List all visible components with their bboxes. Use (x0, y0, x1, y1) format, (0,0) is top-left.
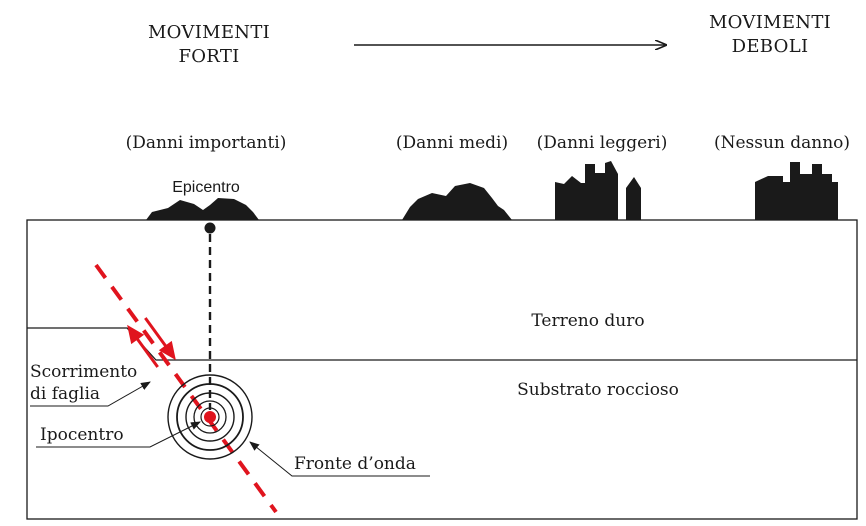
hypocenter-leader (36, 421, 201, 448)
epicenter-label: Epicentro (172, 179, 240, 196)
ground-cross-section (26, 219, 858, 520)
damage-none-label: (Nessun danno) (714, 133, 850, 153)
damage-light-label: (Danni leggeri) (537, 133, 668, 153)
building-light-damage (555, 161, 641, 220)
damage-medium-label: (Danni medi) (396, 133, 508, 153)
wave-front-rings (167, 374, 253, 460)
strong-motions-line1: MOVIMENTI (148, 22, 270, 43)
epicenter-marker (204, 222, 216, 234)
fault-slip-label-line1: Scorrimento (30, 362, 137, 382)
fault-slip-leader (30, 381, 151, 407)
hypocenter-marker (204, 411, 216, 423)
wave-front-leader (249, 441, 430, 477)
rubble-major-damage (146, 198, 259, 220)
fault-line (94, 263, 278, 514)
hypocenter-label: Ipocentro (40, 425, 124, 445)
bedrock-label: Substrato roccioso (517, 380, 679, 400)
damage-major-label: (Danni importanti) (126, 133, 287, 153)
building-no-damage (755, 162, 838, 220)
weak-motions-line2: DEBOLI (732, 36, 809, 57)
hard-ground-label: Terreno duro (531, 311, 644, 331)
building-medium-damage (402, 183, 512, 220)
strong-motions-line2: FORTI (178, 46, 239, 67)
weak-motions-line1: MOVIMENTI (709, 12, 831, 33)
fault-slip-label-line2: di faglia (30, 384, 100, 404)
wave-front-label: Fronte d’onda (294, 454, 416, 474)
fault-slip-arrows (127, 317, 176, 368)
